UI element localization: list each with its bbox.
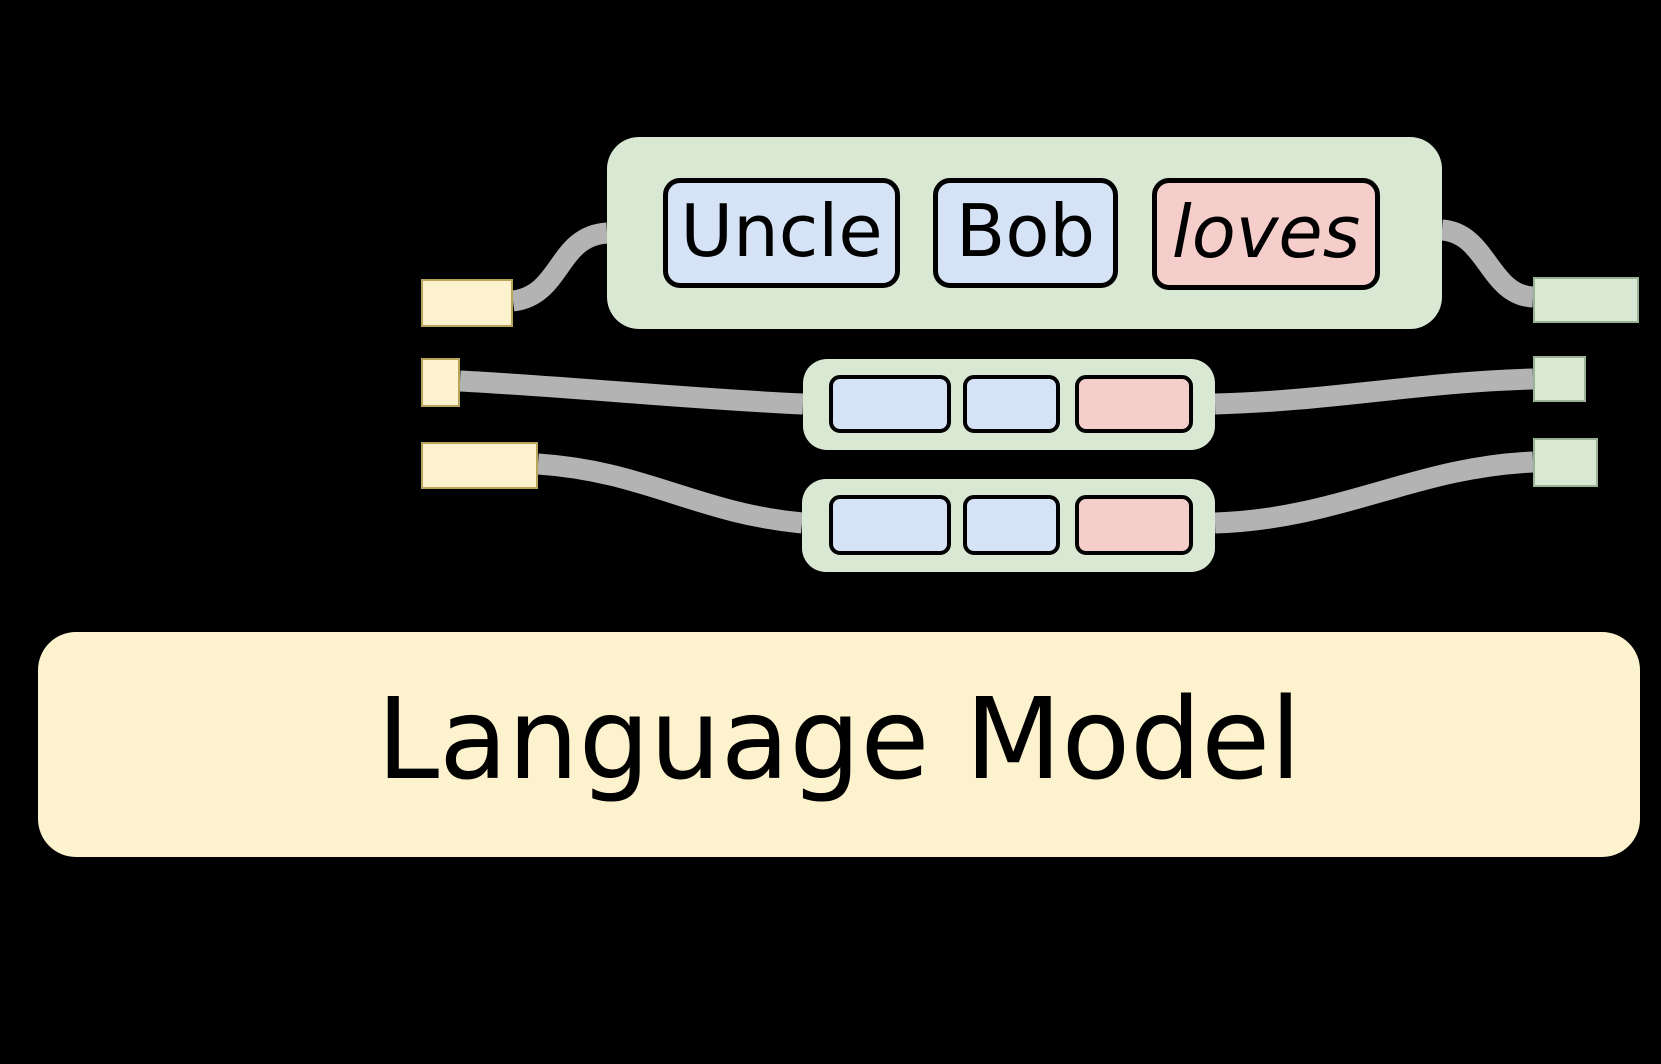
wire-input3-to-hidden-row2: [537, 453, 803, 534]
hidden-token-chip-2-1: [829, 495, 951, 555]
hidden-token-chip-2-3: [1075, 495, 1193, 555]
language-model-box: Language Model: [38, 632, 1640, 857]
language-model-label: Language Model: [376, 674, 1302, 805]
wire-input2-to-hidden-row1: [459, 370, 804, 415]
token-chip-uncle: Uncle: [663, 178, 900, 288]
hidden-token-chip-2-2: [963, 495, 1060, 555]
input-vector-2: [421, 358, 460, 407]
wire-input1-to-text-sequence: [510, 222, 609, 312]
wire-hidden-row2-to-output3: [1214, 451, 1534, 534]
input-vector-1: [421, 279, 513, 327]
input-vector-3: [421, 442, 538, 489]
output-vector-3: [1533, 438, 1598, 487]
hidden-token-chip-1-2: [963, 375, 1060, 433]
wire-text-sequence-to-output1: [1440, 219, 1535, 308]
output-vector-2: [1533, 356, 1586, 402]
token-chip-bob: Bob: [933, 178, 1118, 288]
hidden-token-chip-1-3: [1075, 375, 1193, 433]
wire-hidden-row1-to-output2: [1214, 368, 1534, 415]
hidden-token-chip-1-1: [829, 375, 951, 433]
token-chip-loves: loves: [1152, 178, 1380, 290]
output-vector-1: [1533, 277, 1639, 323]
